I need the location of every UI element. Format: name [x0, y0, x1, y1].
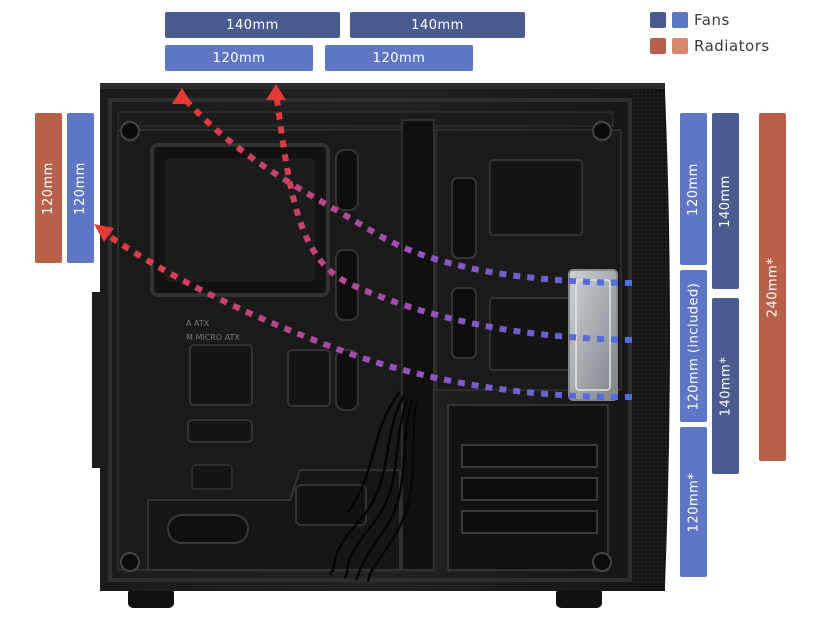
front-fan-140mm-bottom-label: 140mm* — [718, 356, 734, 416]
rear-radiator-120mm: 120mm — [35, 113, 62, 263]
legend-fans-swatch-light — [672, 12, 688, 28]
micro-atx-marking: M MICRO ATX — [186, 333, 240, 342]
legend-fans-swatch-dark — [650, 12, 666, 28]
atx-marking: A ATX — [186, 319, 210, 328]
top-mount-140mm-b-label: 140mm — [411, 17, 464, 33]
front-fan-120mm-top: 120mm — [680, 113, 707, 265]
hdd-cage — [447, 404, 609, 571]
top-mount-120mm-a-label: 120mm — [212, 50, 266, 66]
front-fan-120mm-included: 120mm (included) — [680, 270, 707, 422]
front-radiator-240mm-label: 240mm* — [765, 257, 781, 317]
top-mount-120mm-b-label: 120mm — [372, 50, 426, 66]
top-mount-140mm-a-label: 140mm — [226, 17, 279, 33]
rear-expansion-strip — [92, 292, 106, 468]
legend-radiators-swatch-light — [672, 38, 688, 54]
top-mount-120mm-b: 120mm — [325, 45, 473, 71]
exhaust-arrowheads — [94, 84, 286, 242]
legend-fans: Fans — [650, 8, 770, 32]
rear-fan-120mm-label: 120mm — [73, 161, 89, 215]
front-panel-mesh — [632, 92, 670, 585]
front-fan-included — [568, 269, 618, 401]
front-fan-120mm-bottom-label: 120mm* — [686, 472, 702, 532]
front-fan-140mm-top-label: 140mm — [718, 174, 734, 228]
top-mount-120mm-a: 120mm — [165, 45, 313, 71]
front-fan-120mm-included-label: 120mm (included) — [686, 282, 701, 410]
airflow-arrows — [98, 91, 633, 401]
front-radiator-240mm: 240mm* — [759, 113, 786, 461]
top-mount-140mm-b: 140mm — [350, 12, 525, 38]
legend-fans-label: Fans — [694, 11, 730, 29]
case-feet — [128, 588, 602, 608]
legend-radiators-label: Radiators — [694, 37, 770, 55]
front-fan-120mm-bottom: 120mm* — [680, 427, 707, 577]
front-fan-140mm-top: 140mm — [712, 113, 739, 289]
legend-radiators: Radiators — [650, 34, 770, 58]
cable-bundle — [328, 391, 418, 583]
front-fan-140mm-bottom: 140mm* — [712, 298, 739, 474]
front-fan-120mm-top-label: 120mm — [686, 162, 702, 216]
legend: Fans Radiators — [650, 8, 770, 60]
thumb-screws — [120, 121, 612, 572]
rear-fan-120mm: 120mm — [67, 113, 94, 263]
top-mount-140mm-a: 140mm — [165, 12, 340, 38]
rear-radiator-120mm-label: 120mm — [41, 161, 57, 215]
legend-radiators-swatch-dark — [650, 38, 666, 54]
